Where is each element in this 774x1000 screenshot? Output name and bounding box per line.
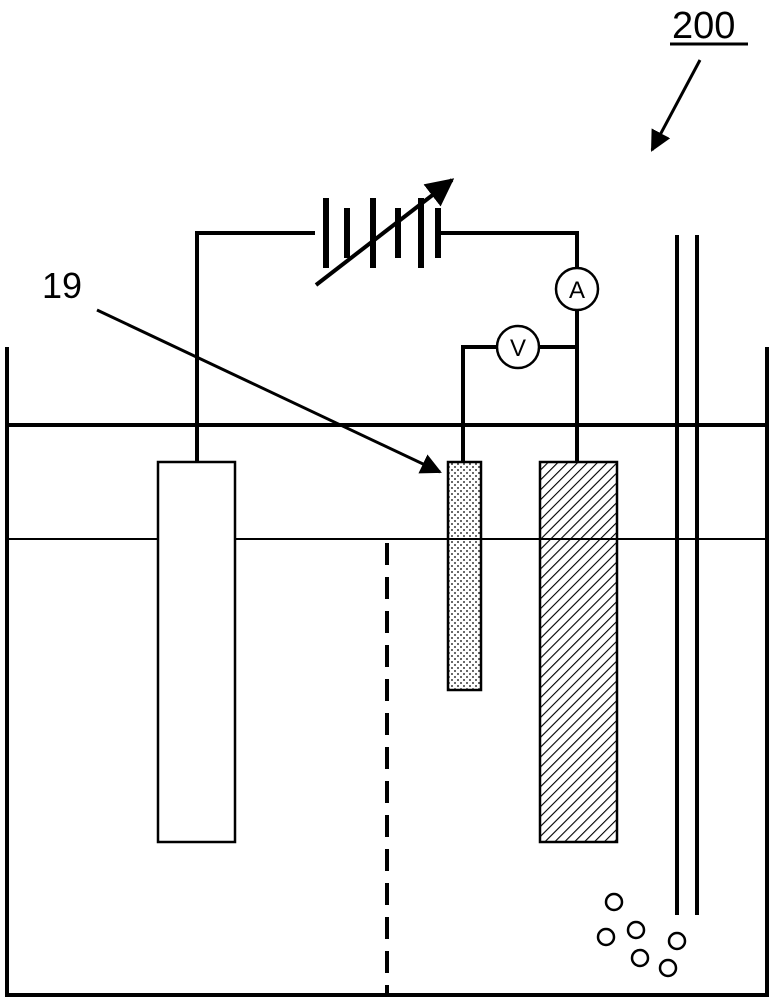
figure-number-label: 200 [670, 5, 748, 47]
working-electrode [538, 460, 619, 844]
bubble [630, 948, 650, 968]
variable-arrow [314, 178, 455, 287]
ammeter-circle [554, 266, 600, 312]
ammeter: A [554, 266, 600, 312]
bubble [596, 927, 616, 947]
variable-power-source [314, 178, 455, 287]
wire-counter-to-source [195, 231, 315, 462]
figure-pointer-arrow [650, 59, 702, 152]
voltmeter: V [495, 324, 541, 370]
wire-reference-to-voltmeter [461, 345, 496, 462]
reference-numeral-text: 19 [42, 265, 82, 306]
bubble [658, 958, 678, 978]
bubble [667, 931, 687, 951]
voltmeter-label: V [510, 335, 526, 362]
reference-pointer-arrow [96, 308, 442, 474]
bubble [604, 892, 624, 912]
ammeter-label: A [569, 277, 585, 304]
figure-number-text: 200 [672, 5, 735, 47]
wire-source-to-ammeter [440, 231, 579, 268]
voltmeter-circle [495, 324, 541, 370]
bubble [626, 920, 646, 940]
reference-electrode [446, 460, 483, 692]
counter-electrode [156, 460, 237, 844]
gas-bubbles [596, 892, 687, 978]
